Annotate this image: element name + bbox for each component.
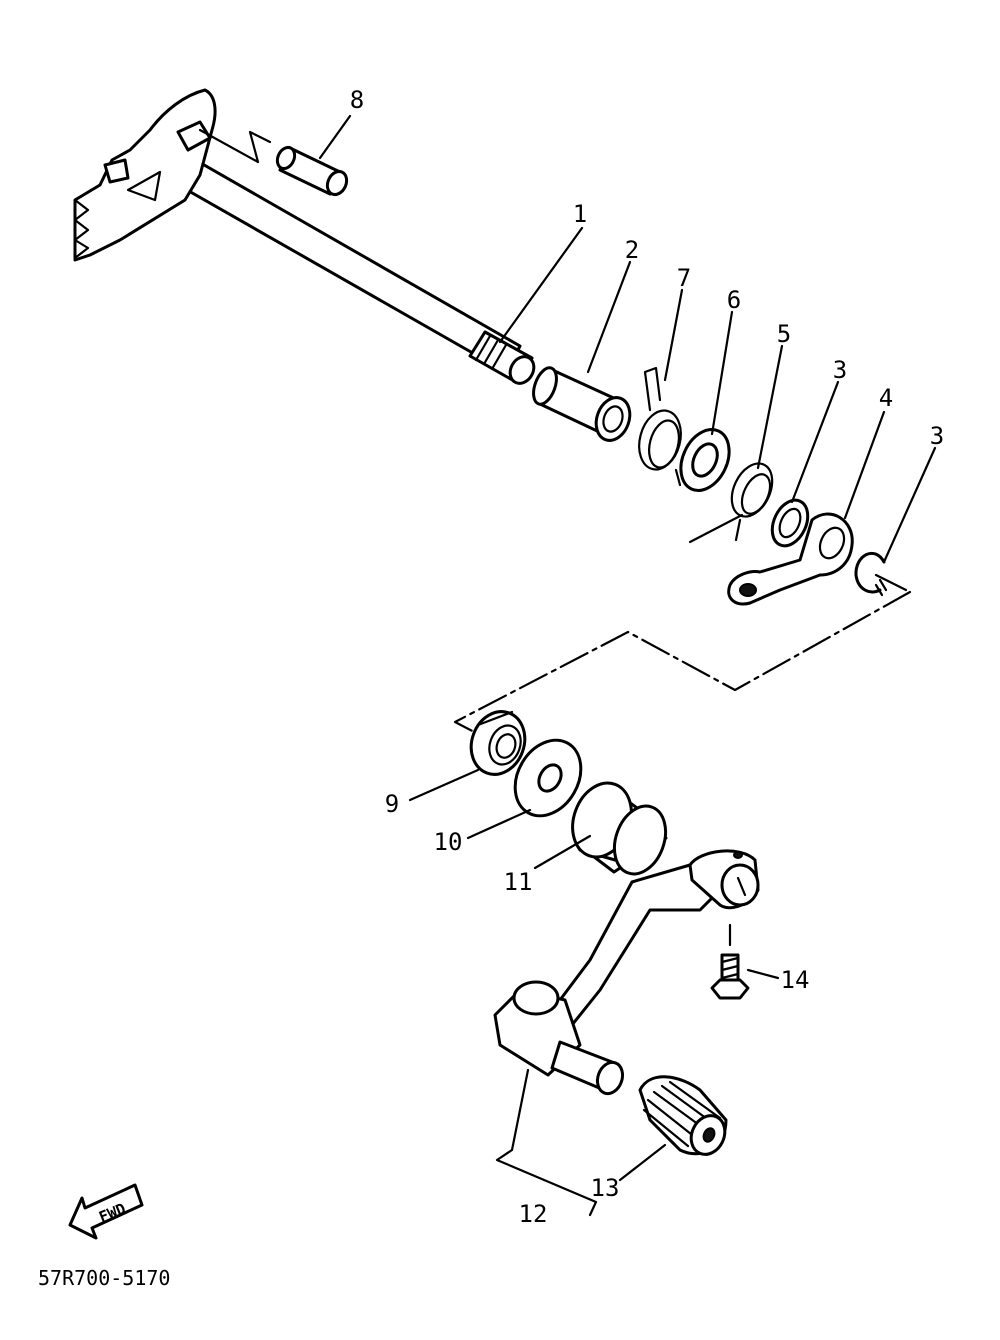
leader-2 bbox=[586, 260, 632, 374]
leader-3b bbox=[882, 446, 937, 564]
callout-2: 2 bbox=[625, 236, 639, 264]
leader-4 bbox=[843, 410, 886, 520]
callout-7: 7 bbox=[677, 264, 691, 292]
leader-5 bbox=[756, 344, 784, 470]
leader-3a bbox=[790, 380, 840, 504]
footrest-rubber bbox=[638, 1075, 728, 1156]
return-spring bbox=[688, 462, 774, 544]
assembly-leader bbox=[453, 590, 912, 736]
pinch-bolt bbox=[710, 923, 750, 1000]
callout-11: 11 bbox=[504, 868, 533, 896]
diagram-code: 57R700-5170 bbox=[38, 1266, 170, 1290]
leader-6 bbox=[710, 310, 734, 436]
leader-12 bbox=[495, 1068, 598, 1217]
leader-11 bbox=[533, 834, 592, 870]
callouts: 1 2 3 3 4 5 6 7 8 9 10 11 12 13 14 bbox=[350, 86, 944, 1228]
circlip-1 bbox=[770, 498, 810, 548]
leader-lines bbox=[318, 114, 937, 1217]
shift-arm bbox=[727, 512, 854, 606]
callout-3b: 3 bbox=[930, 422, 944, 450]
collar bbox=[532, 366, 632, 442]
callout-5: 5 bbox=[777, 320, 791, 348]
leader-13 bbox=[618, 1143, 667, 1182]
plain-washer bbox=[513, 738, 583, 818]
spacer bbox=[571, 781, 668, 876]
spring bbox=[638, 366, 682, 487]
leader-10 bbox=[466, 808, 532, 840]
callout-6: 6 bbox=[727, 286, 741, 314]
leader-14 bbox=[746, 968, 780, 980]
callout-10: 10 bbox=[434, 828, 463, 856]
leader-1 bbox=[498, 226, 584, 344]
callout-4: 4 bbox=[879, 384, 893, 412]
callout-3a: 3 bbox=[833, 356, 847, 384]
leader-8 bbox=[318, 114, 352, 160]
shift-shaft bbox=[73, 88, 536, 385]
leader-7 bbox=[663, 288, 684, 382]
shift-pedal bbox=[493, 849, 760, 1096]
circlip-2 bbox=[854, 551, 908, 597]
callout-13: 13 bbox=[591, 1174, 620, 1202]
callout-8: 8 bbox=[350, 86, 364, 114]
leader-9 bbox=[408, 768, 480, 802]
pin bbox=[198, 128, 349, 197]
callout-12: 12 bbox=[519, 1200, 548, 1228]
callout-14: 14 bbox=[781, 966, 810, 994]
washer bbox=[679, 428, 731, 492]
callout-1: 1 bbox=[573, 200, 587, 228]
fwd-arrow-icon: FWD bbox=[68, 1183, 144, 1240]
oil-seal bbox=[469, 710, 527, 776]
callout-9: 9 bbox=[385, 790, 399, 818]
